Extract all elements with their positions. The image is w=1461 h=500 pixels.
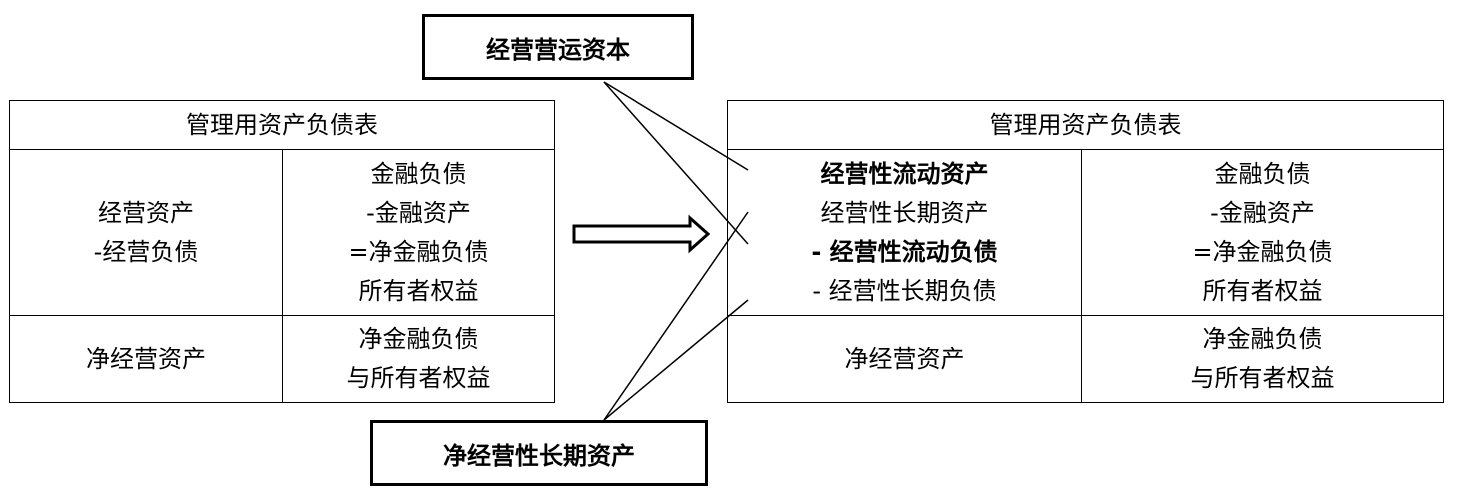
left-operating-assets-cell: 经营资产 -经营负债 (9, 149, 283, 316)
right-liability-line: =净金融负债 (1192, 237, 1333, 266)
left-balance-sheet-table: 管理用资产负债表 经营资产 -经营负债 金融负债 -金融资产 =净金融负债 所有… (9, 100, 555, 403)
left-asset-line: 经营资产 (98, 198, 194, 227)
left-table-title: 管理用资产负债表 (9, 100, 555, 150)
callout-top-label: 经营营运资本 (486, 35, 630, 64)
right-net-financing-cell: 净金融负债 与所有者权益 (1081, 315, 1444, 403)
right-liability-line: 所有者权益 (1202, 276, 1323, 305)
left-liability-line: 金融负债 (370, 159, 467, 188)
callout-operating-working-capital: 经营营运资本 (422, 14, 694, 80)
left-liability-line: 所有者权益 (358, 276, 479, 305)
left-liability-line: =净金融负债 (348, 237, 489, 266)
left-net-financing-cell: 净金融负债 与所有者权益 (282, 315, 555, 403)
right-financing-cell: 金融负债 -金融资产 =净金融负债 所有者权益 (1081, 149, 1444, 316)
left-net-right-line: 与所有者权益 (346, 364, 491, 392)
callout-net-operating-long-term-assets: 净经营性长期资产 (370, 420, 708, 486)
right-balance-sheet-table: 管理用资产负债表 经营性流动资产 经营性长期资产 - 经营性流动负债 - 经营性… (727, 100, 1444, 403)
left-net-right-line: 净金融负债 (358, 325, 479, 353)
left-financing-cell: 金融负债 -金融资产 =净金融负债 所有者权益 (282, 149, 555, 316)
right-net-right-line: 净金融负债 (1202, 325, 1323, 353)
right-liability-line: 金融负债 (1214, 159, 1311, 188)
left-liability-line: -金融资产 (366, 198, 471, 227)
callout-bottom-label: 净经营性长期资产 (443, 441, 635, 470)
right-net-right-line: 与所有者权益 (1190, 364, 1335, 392)
right-table-title: 管理用资产负债表 (727, 100, 1444, 150)
operating-long-term-liabilities: - 经营性长期负债 (812, 276, 997, 305)
operating-long-term-assets: 经营性长期资产 (820, 198, 989, 227)
right-operating-assets-cell: 经营性流动资产 经营性长期资产 - 经营性流动负债 - 经营性长期负债 (727, 149, 1082, 316)
operating-current-assets: 经营性流动资产 (820, 159, 989, 188)
right-arrow-icon (572, 214, 711, 254)
right-liability-line: -金融资产 (1210, 198, 1315, 227)
left-net-operating-assets-cell: 净经营资产 (9, 315, 283, 403)
right-net-operating-assets-cell: 净经营资产 (727, 315, 1082, 403)
left-asset-line: -经营负债 (93, 237, 199, 266)
operating-current-liabilities: - 经营性流动负债 (811, 237, 998, 266)
